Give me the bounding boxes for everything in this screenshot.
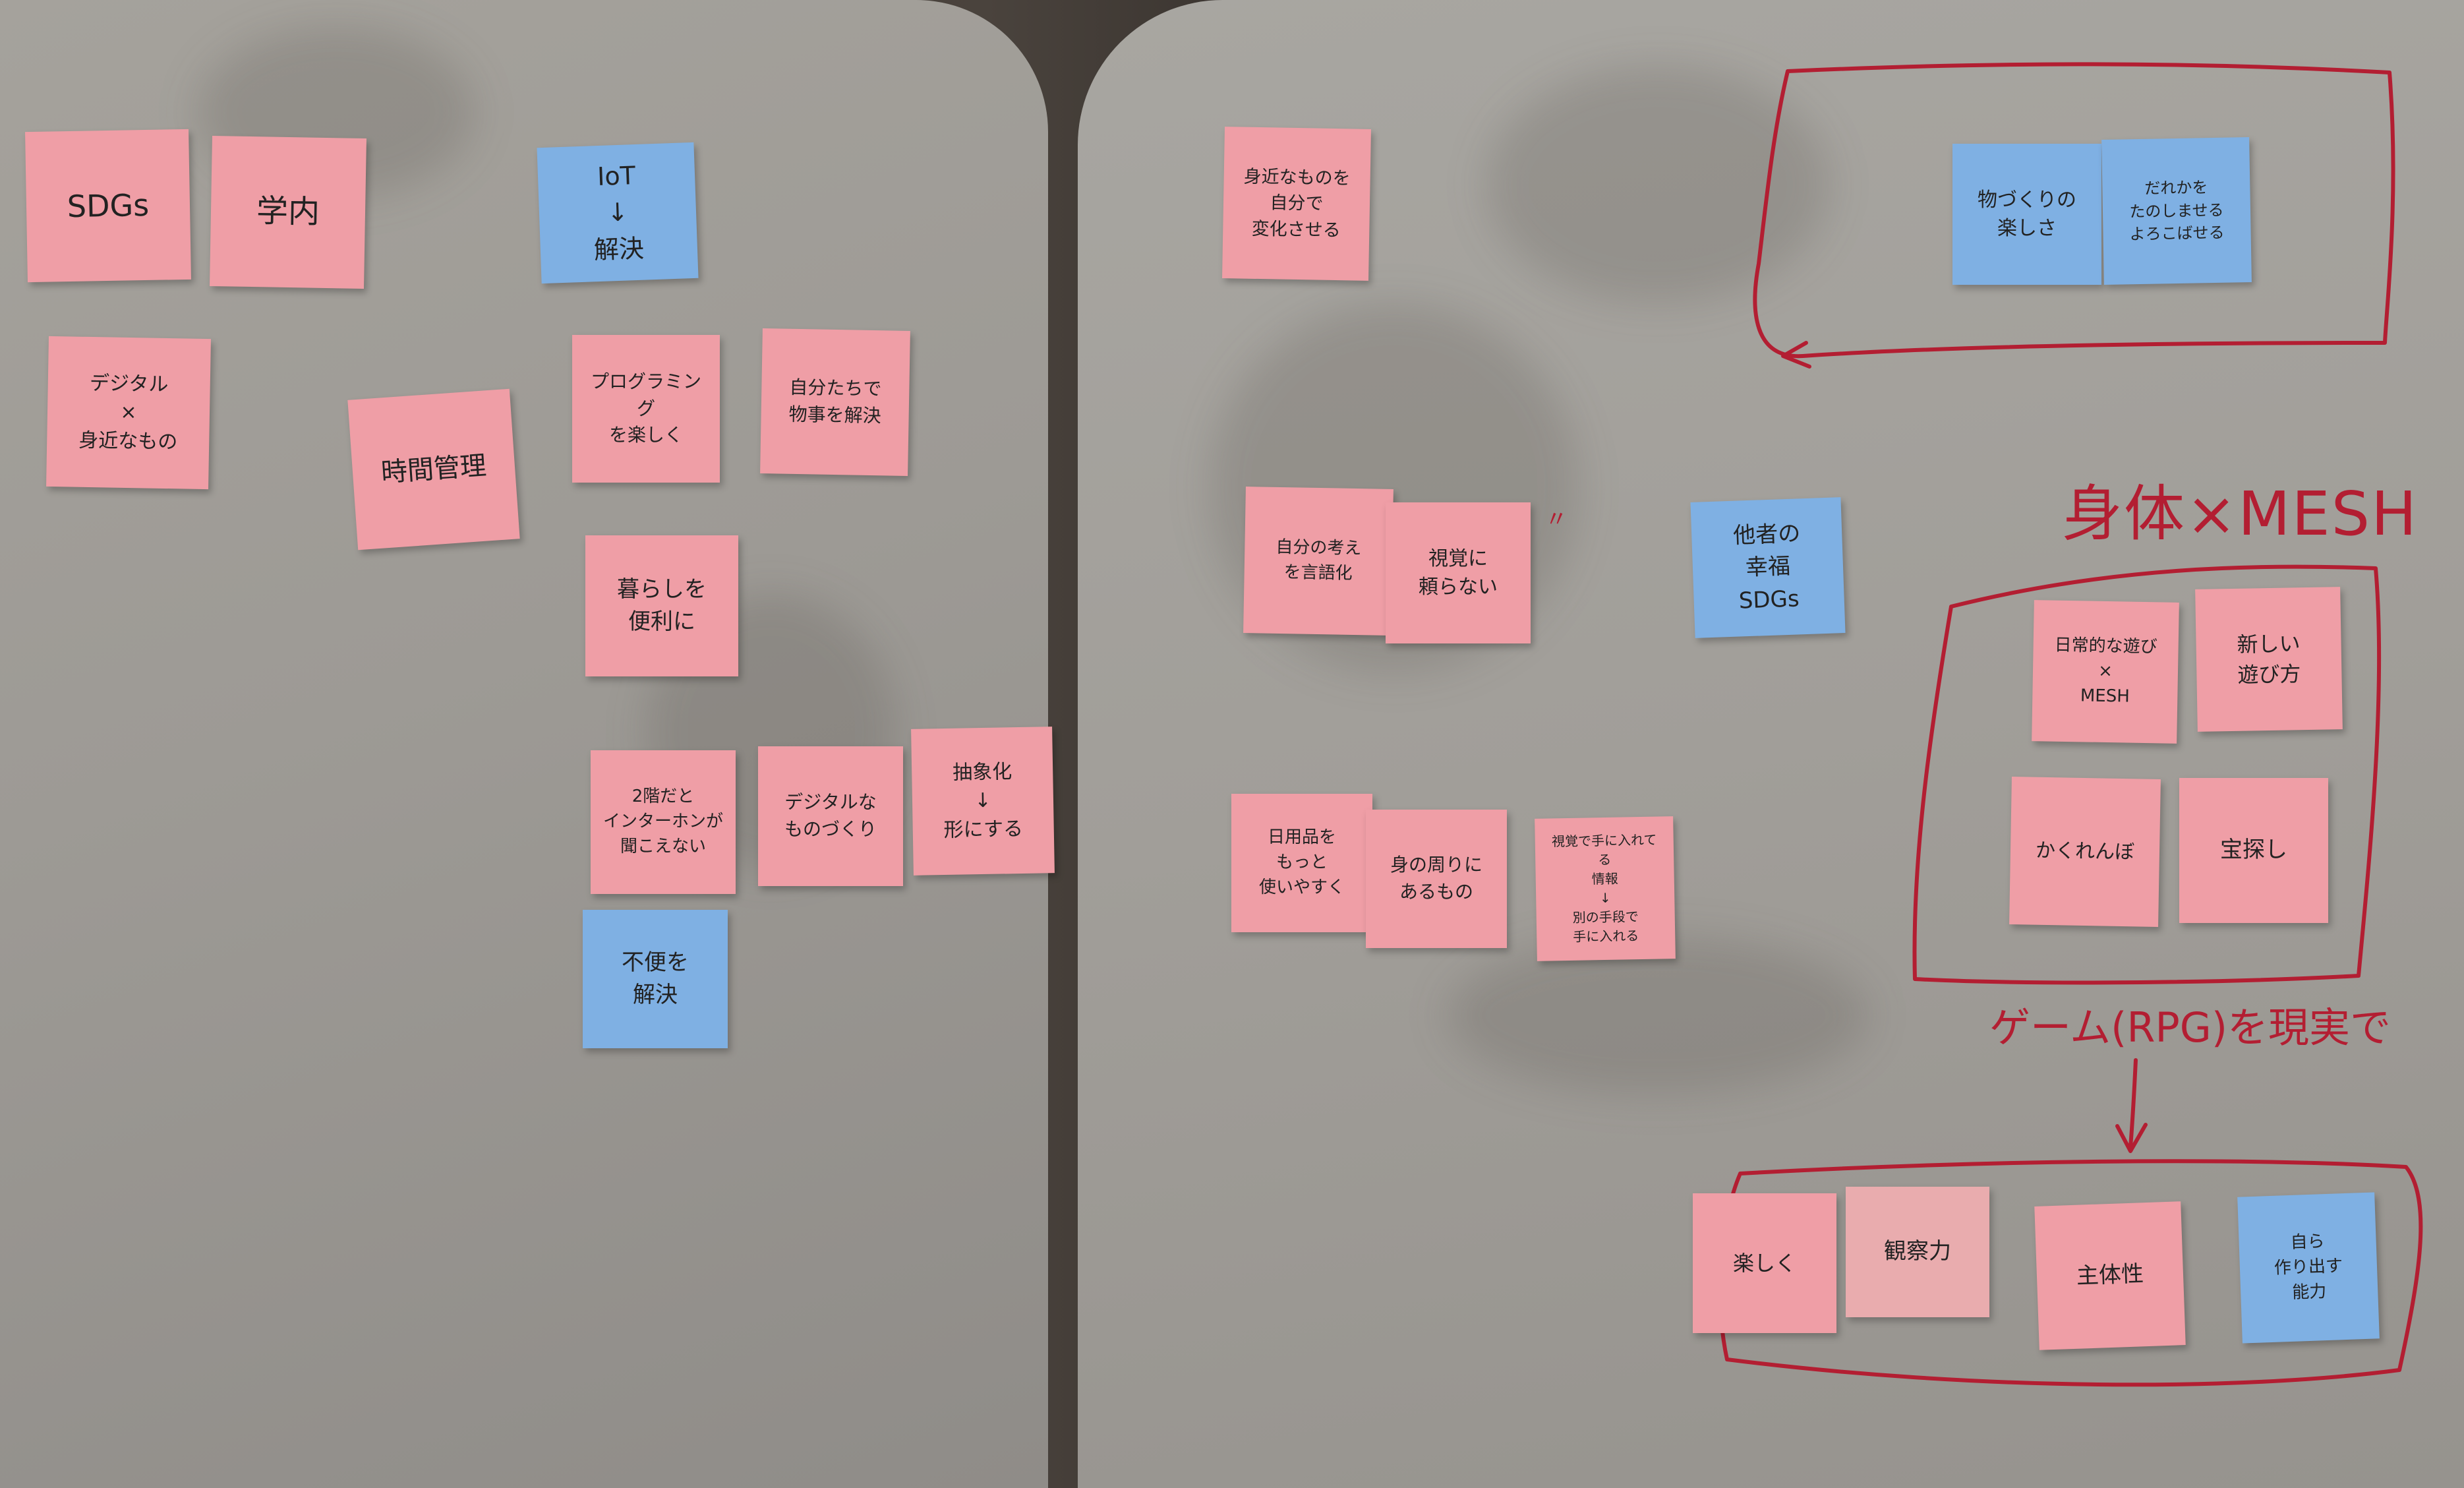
sticky-note-shutaisei[interactable]: 主体性 [2034,1201,2186,1350]
down-arrow [2128,1058,2138,1149]
sticky-note-kansatsuryoku[interactable]: 観察力 [1846,1187,1989,1317]
marker-label-game-rpg: ゲーム(RPG)を現実で [1989,1003,2391,1052]
note-text: デジタル × 身近なもの [78,371,178,454]
note-text: 楽しく [1732,1250,1796,1276]
note-text: 学内 [256,193,320,231]
bottom-enclosure [1718,1159,2423,1387]
sticky-note-jibuntachi[interactable]: 自分たちで 物事を解決 [760,328,910,476]
sticky-note-tanoshiku[interactable]: 楽しく [1693,1193,1836,1333]
sticky-note-tasha[interactable]: 他者の 幸福 SDGs [1690,497,1846,638]
down-arrow-head [2115,1123,2148,1153]
sticky-note-takarasagashi[interactable]: 宝探し [2179,778,2328,923]
note-text: 新しい 遊び方 [2237,630,2301,688]
note-text: 日用品を もっと 使いやすく [1258,827,1345,897]
sticky-note-mi-no-mawari[interactable]: 身の周りに あるもの [1366,810,1507,948]
sticky-note-chushoka[interactable]: 抽象化 ↓ 形にする [911,727,1055,876]
note-text: 自分の考え を言語化 [1276,537,1362,583]
sticky-note-intercom[interactable]: 2階だと インターホンが 聞こえない [591,750,736,894]
sticky-note-kurashi[interactable]: 暮らしを 便利に [585,535,738,676]
top-enclosure-arrowhead [1781,341,1811,369]
sticky-note-gakunai[interactable]: 学内 [210,135,367,289]
note-text: SDGs [67,187,150,224]
sticky-note-shikaku[interactable]: 視覚に 頼らない [1386,502,1531,643]
note-text: IoT ↓ 解決 [593,161,645,264]
sticky-note-kakurenbo[interactable]: かくれんぼ [2009,777,2161,927]
middle-enclosure [1912,564,2382,985]
note-text: 宝探し [2220,837,2287,864]
sticky-note-jikan-kanri[interactable]: 時間管理 [347,388,520,551]
sticky-note-iot[interactable]: IoT ↓ 解決 [537,142,699,284]
note-text: 日常的な遊び × MESH [2054,636,2157,707]
note-text: 物づくりの 楽しさ [1978,188,2076,241]
sticky-note-umidasu[interactable]: 自ら 作り出す 能力 [2237,1192,2380,1344]
sticky-note-dareka[interactable]: だれかを たのしませる よろこばせる [2101,137,2252,285]
sticky-note-monozukuri-tanoshisa[interactable]: 物づくりの 楽しさ [1952,144,2101,285]
note-text: プログラミング を楽しく [590,371,701,446]
note-text: 身近なものを自分で 変化させる [1243,166,1351,241]
reflection [1447,936,1869,1094]
sticky-note-shikaku-joho[interactable]: 視覚で手に入れてる 情報 ↓ 別の手段で 手に入れる [1535,816,1676,961]
sticky-note-digital-monozukuri[interactable]: デジタルな ものづくり [758,746,903,886]
note-text: 主体性 [2076,1261,2144,1290]
note-text: 抽象化 ↓ 形にする [943,759,1024,842]
sticky-note-programming[interactable]: プログラミング を楽しく [572,335,720,483]
note-text: 自分たちで 物事を解決 [788,376,882,427]
sticky-note-atarashii-asobi[interactable]: 新しい 遊び方 [2195,587,2343,732]
sticky-note-mijika-jibun[interactable]: 身近なものを自分で 変化させる [1222,127,1371,281]
note-text: 他者の 幸福 SDGs [1732,520,1801,614]
reflection [1486,66,1829,303]
sticky-note-nichiyohin[interactable]: 日用品を もっと 使いやすく [1231,794,1372,932]
sticky-note-digital-mijika[interactable]: デジタル × 身近なもの [46,336,211,490]
note-text: かくれんぼ [2035,839,2135,864]
note-text: 自ら 作り出す 能力 [2273,1232,2343,1303]
note-text: だれかを たのしませる よろこばせる [2129,177,2225,244]
note-text: 時間管理 [380,450,488,489]
note-text: 不便を 解決 [622,949,689,1008]
note-text: 視覚で手に入れてる 情報 ↓ 別の手段で 手に入れる [1551,831,1657,945]
note-text: 2階だと インターホンが 聞こえない [602,787,723,856]
note-text: 観察力 [1884,1238,1951,1265]
note-text: 視覚に 頼らない [1419,547,1498,599]
note-text: 身の周りに あるもの [1390,854,1482,903]
marker-tick: 〃 [1545,506,1568,533]
note-text: 暮らしを 便利に [617,576,707,635]
top-enclosure [1753,62,2395,359]
marker-label-shintai-mesh: 身体×MESH [2062,479,2419,549]
sticky-note-sdgs[interactable]: SDGs [25,129,191,283]
sticky-note-gengoka[interactable]: 自分の考え を言語化 [1243,487,1393,636]
sticky-note-nichijo-asobi[interactable]: 日常的な遊び × MESH [2032,600,2179,744]
note-text: デジタルな ものづくり [784,791,877,840]
sticky-note-fuben[interactable]: 不便を 解決 [583,910,728,1048]
